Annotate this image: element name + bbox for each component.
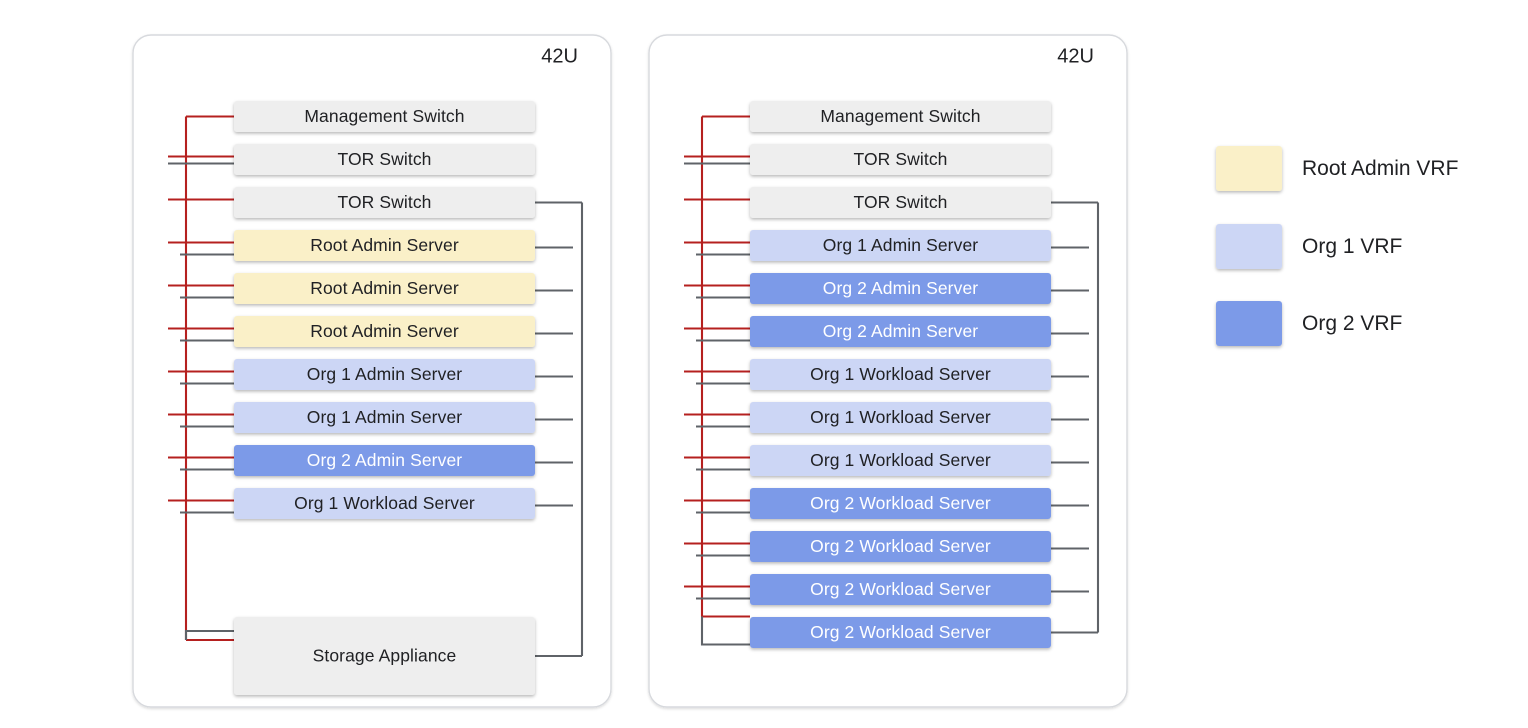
rack-unit-body[interactable] (750, 273, 1051, 304)
legend-item: Org 1 VRF (1216, 224, 1402, 269)
cabling-layer (684, 115, 1100, 646)
rack-unit[interactable]: Storage Appliance (234, 617, 535, 695)
rack-unit-label: Org 2 Workload Server (810, 493, 991, 513)
rack-unit-label: Management Switch (820, 106, 980, 126)
legend-label: Org 1 VRF (1302, 235, 1402, 258)
network-return-leg (184, 629, 234, 640)
rack-unit-body[interactable] (234, 445, 535, 476)
rack-unit-body[interactable] (234, 230, 535, 261)
rack-unit-label: Org 2 Workload Server (810, 622, 991, 642)
rack-unit[interactable]: Org 1 Admin Server (234, 402, 535, 433)
rack-unit[interactable]: TOR Switch (750, 187, 1051, 218)
rack-unit[interactable]: Root Admin Server (234, 316, 535, 347)
legend-item: Org 2 VRF (1216, 301, 1402, 346)
rack-unit[interactable]: Root Admin Server (234, 273, 535, 304)
rack-unit-label: Management Switch (304, 106, 464, 126)
rack-capacity-label: 42U (1057, 45, 1094, 67)
rack-unit-body[interactable] (750, 445, 1051, 476)
rack-unit-body[interactable] (234, 187, 535, 218)
rack-unit-label: Org 2 Workload Server (810, 579, 991, 599)
rack-unit[interactable]: TOR Switch (234, 187, 535, 218)
legend-swatch (1216, 301, 1282, 346)
network-return-leg (700, 616, 750, 646)
legend-swatch (1216, 224, 1282, 269)
rack-unit-body[interactable] (750, 488, 1051, 519)
rack-unit-body[interactable] (234, 359, 535, 390)
rack-unit-body[interactable] (234, 402, 535, 433)
legend-label: Root Admin VRF (1302, 157, 1458, 180)
rack-unit-label: Org 1 Workload Server (294, 493, 475, 513)
rack-unit[interactable]: Org 2 Workload Server (750, 488, 1051, 519)
rack-unit[interactable]: Org 1 Workload Server (750, 359, 1051, 390)
rack-unit[interactable]: Org 2 Workload Server (750, 574, 1051, 605)
rack-unit-label: Org 1 Workload Server (810, 407, 991, 427)
rack-unit-label: Root Admin Server (310, 321, 459, 341)
cabling-layer (168, 115, 584, 658)
rack-unit-body[interactable] (750, 359, 1051, 390)
rack-unit-label: TOR Switch (337, 192, 431, 212)
rack-unit-label: Org 1 Admin Server (307, 407, 463, 427)
rack-unit-label: Org 1 Workload Server (810, 364, 991, 384)
rack-unit[interactable]: Org 1 Workload Server (750, 402, 1051, 433)
rack-unit-label: Org 1 Admin Server (823, 235, 979, 255)
rack-unit[interactable]: TOR Switch (234, 144, 535, 175)
rack-unit-label: Org 2 Admin Server (307, 450, 463, 470)
legend-swatch (1216, 146, 1282, 191)
rack-unit-label: Root Admin Server (310, 235, 459, 255)
rack-unit[interactable]: Org 2 Admin Server (234, 445, 535, 476)
rack-unit-body[interactable] (750, 230, 1051, 261)
rack-unit-body[interactable] (750, 574, 1051, 605)
rack-unit-body[interactable] (750, 617, 1051, 648)
rack-unit-label: TOR Switch (853, 192, 947, 212)
rack-unit-body[interactable] (234, 617, 535, 695)
rack-unit-body[interactable] (234, 488, 535, 519)
rack-unit-body[interactable] (750, 101, 1051, 132)
rack-unit-label: Root Admin Server (310, 278, 459, 298)
rack-unit-body[interactable] (234, 101, 535, 132)
rack-unit-label: Org 2 Admin Server (823, 321, 979, 341)
legend-item: Root Admin VRF (1216, 146, 1458, 191)
rack-unit-body[interactable] (234, 316, 535, 347)
legend-label: Org 2 VRF (1302, 312, 1402, 335)
rack-unit[interactable]: Management Switch (750, 101, 1051, 132)
rack-unit-label: Org 1 Admin Server (307, 364, 463, 384)
rack-unit-body[interactable] (750, 187, 1051, 218)
rack-unit-label: Org 2 Workload Server (810, 536, 991, 556)
rack-unit[interactable]: Org 2 Workload Server (750, 617, 1051, 648)
rack-unit[interactable]: Org 1 Workload Server (234, 488, 535, 519)
rack-unit[interactable]: TOR Switch (750, 144, 1051, 175)
rack-unit[interactable]: Org 1 Admin Server (750, 230, 1051, 261)
rack-unit-body[interactable] (750, 144, 1051, 175)
rack-unit-body[interactable] (234, 273, 535, 304)
rack-unit-label: TOR Switch (337, 149, 431, 169)
rack-unit-body[interactable] (750, 316, 1051, 347)
rack-unit-label: Storage Appliance (313, 646, 457, 666)
rack-unit-label: Org 1 Workload Server (810, 450, 991, 470)
rack-unit-body[interactable] (234, 144, 535, 175)
rack-capacity-label: 42U (541, 45, 578, 67)
rack-unit[interactable]: Org 2 Workload Server (750, 531, 1051, 562)
rack-unit[interactable]: Org 2 Admin Server (750, 316, 1051, 347)
rack-unit[interactable]: Org 1 Admin Server (234, 359, 535, 390)
rack-unit[interactable]: Org 1 Workload Server (750, 445, 1051, 476)
rack-unit[interactable]: Management Switch (234, 101, 535, 132)
rack-unit[interactable]: Root Admin Server (234, 230, 535, 261)
rack-unit-label: TOR Switch (853, 149, 947, 169)
rack-unit-body[interactable] (750, 402, 1051, 433)
rack-unit-label: Org 2 Admin Server (823, 278, 979, 298)
rack-unit[interactable]: Org 2 Admin Server (750, 273, 1051, 304)
rack-unit-body[interactable] (750, 531, 1051, 562)
